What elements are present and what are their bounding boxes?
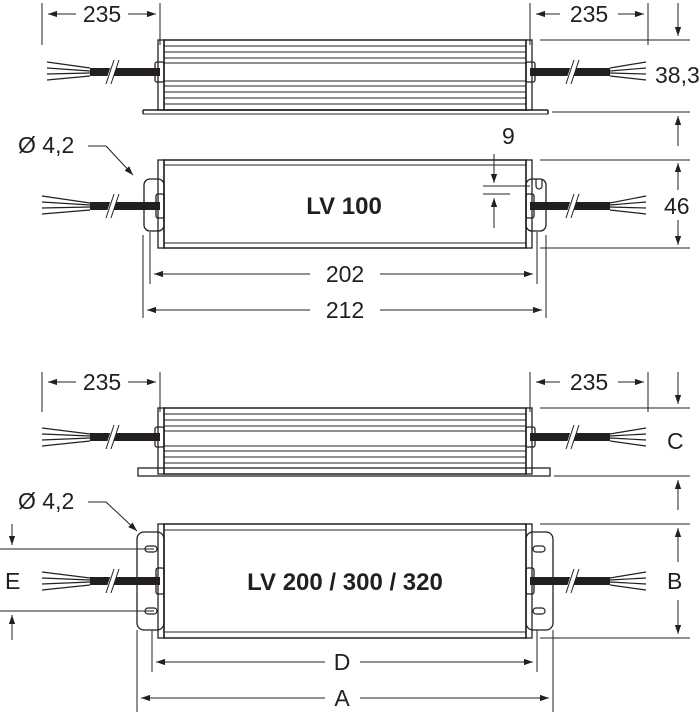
model-label: LV 100 [306,193,382,220]
lead-dimension-right: 235 [529,1,649,45]
inner-length-label: 202 [326,261,364,287]
cable-right [530,193,647,219]
lv100-top-view: 235 235 [41,1,700,146]
tab-offset-dimension: 9 [483,123,530,228]
housing-top [142,39,549,115]
cable-right [530,59,647,85]
lead-length-right-label: 235 [570,1,608,27]
hole-diameter-label: Ø 4,2 [18,488,74,514]
height-dimension: 38,3 [540,3,700,146]
lv200-front-view: Ø 4,2 E [0,488,690,712]
housing-front: LV 200 / 300 / 320 [136,523,554,639]
lead-dimension-left: 235 [41,1,161,45]
lv100-front-view: Ø 4,2 [18,123,690,323]
outer-length-label: A [334,685,350,711]
lead-length-right-label: 235 [570,369,608,395]
hole-spacing-dimension: E [0,524,154,640]
inner-length-dimension: D [151,630,538,675]
cable-right [530,424,647,450]
cable-left [41,424,160,450]
outer-length-dimension: A [136,630,554,712]
housing-front: LV 100 [143,159,547,249]
width-label: B [667,568,682,594]
lead-length-left-label: 235 [83,369,121,395]
lead-dimension-right: 235 [529,369,649,412]
width-dimension: 46 [540,159,690,249]
inner-length-label: D [334,649,351,675]
cable-right [530,568,647,594]
cable-left [41,568,160,594]
lv200-top-view: 235 235 [41,369,690,510]
outer-length-dimension: 212 [142,235,547,323]
cable-left [41,193,160,219]
width-dimension: B [540,523,690,639]
outer-length-label: 212 [326,297,364,323]
lead-length-left-label: 235 [83,1,121,27]
inner-length-dimension: 202 [149,232,538,287]
height-label: 38,3 [655,62,700,88]
width-label: 46 [664,193,690,219]
lead-dimension-left: 235 [41,369,161,412]
height-dimension: C [540,372,690,510]
cable-left [46,59,160,85]
tab-offset-label: 9 [502,123,515,149]
mounting-hole-callout: Ø 4,2 [18,132,134,176]
height-label: C [667,428,684,454]
housing-top [137,407,551,477]
model-label: LV 200 / 300 / 320 [247,569,443,596]
mounting-hole-callout: Ø 4,2 [18,488,138,532]
hole-diameter-label: Ø 4,2 [18,132,74,158]
hole-spacing-label: E [5,568,20,594]
